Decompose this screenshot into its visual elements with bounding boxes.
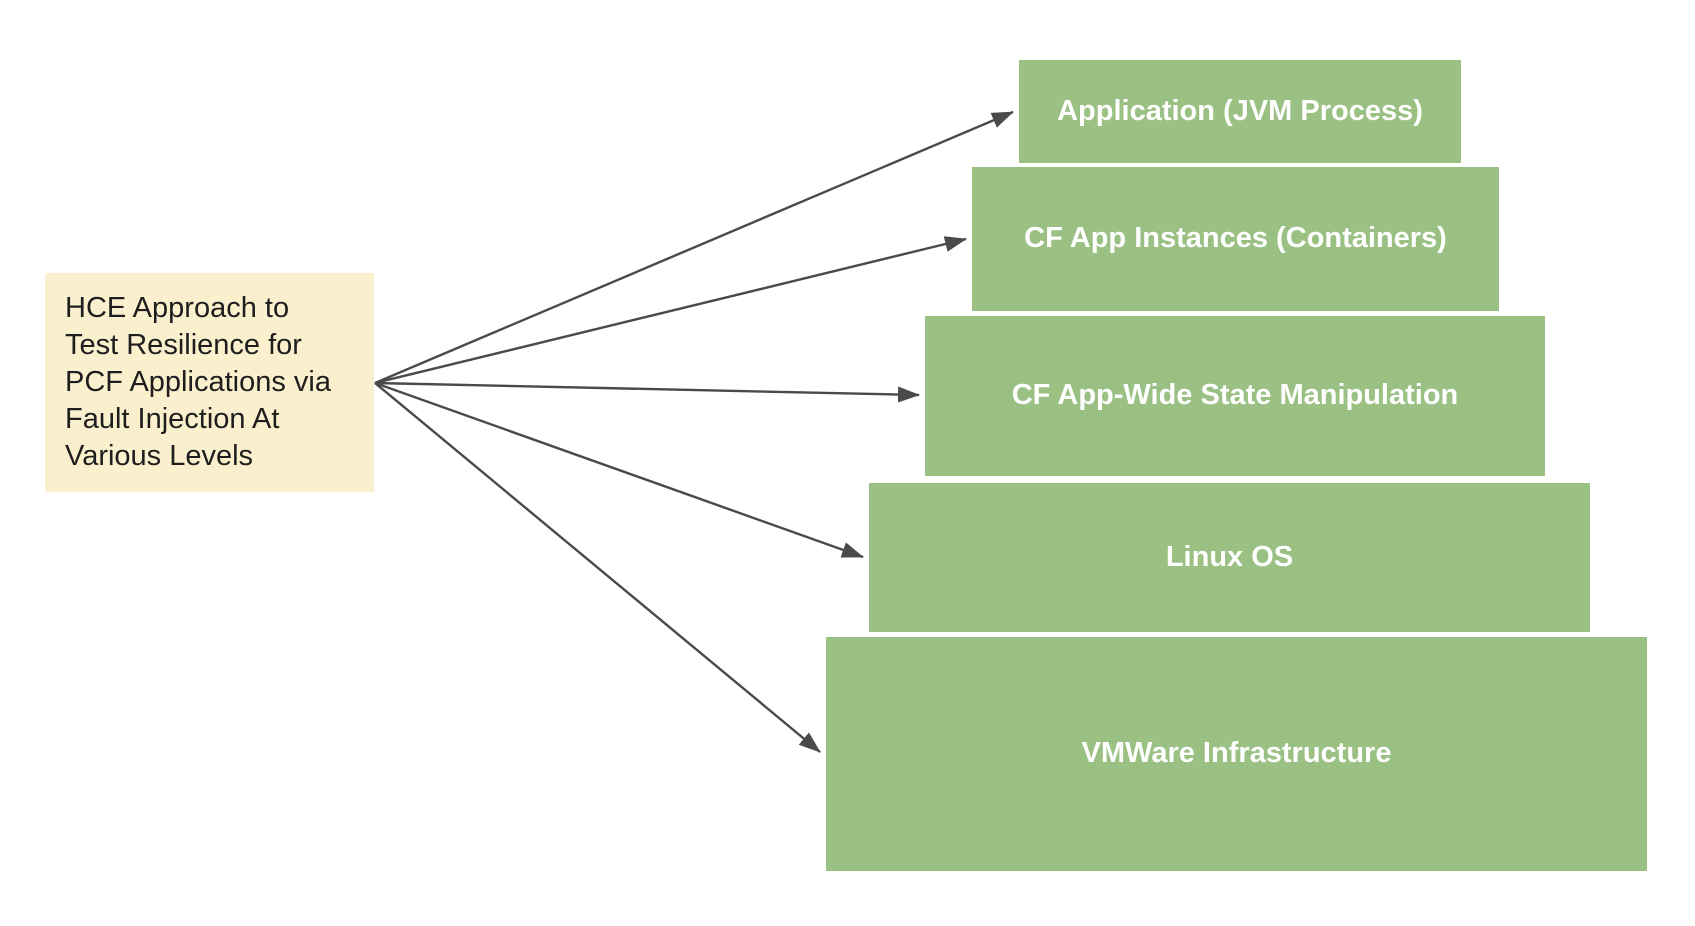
arrow-to-cf-app-wide-state: [374, 381, 920, 403]
level-box-application-jvm-process: Application (JVM Process): [1019, 60, 1461, 163]
level-box-cf-app-wide-state-manipulation: CF App-Wide State Manipulation: [925, 316, 1545, 476]
level-label: Linux OS: [1165, 540, 1294, 573]
level-label: VMWare Infrastructure: [1081, 737, 1392, 770]
arrow-to-cf-app-instances: [374, 236, 967, 385]
source-note-label: HCE Approach to Test Resilience for PCF …: [65, 292, 331, 472]
level-label: CF App Instances (Containers): [1024, 222, 1447, 255]
level-box-linux-os: Linux OS: [869, 483, 1590, 632]
level-label: CF App-Wide State Manipulation: [1011, 379, 1459, 412]
arrow-to-vmware-infrastructure: [374, 382, 821, 753]
arrow-to-application: [374, 110, 1014, 385]
level-box-cf-app-instances-containers: CF App Instances (Containers): [972, 167, 1499, 311]
source-note: HCE Approach to Test Resilience for PCF …: [45, 273, 374, 492]
level-label: Application (JVM Process): [1057, 94, 1423, 127]
level-box-vmware-infrastructure: VMWare Infrastructure: [826, 637, 1647, 871]
arrow-to-linux-os: [374, 381, 864, 559]
